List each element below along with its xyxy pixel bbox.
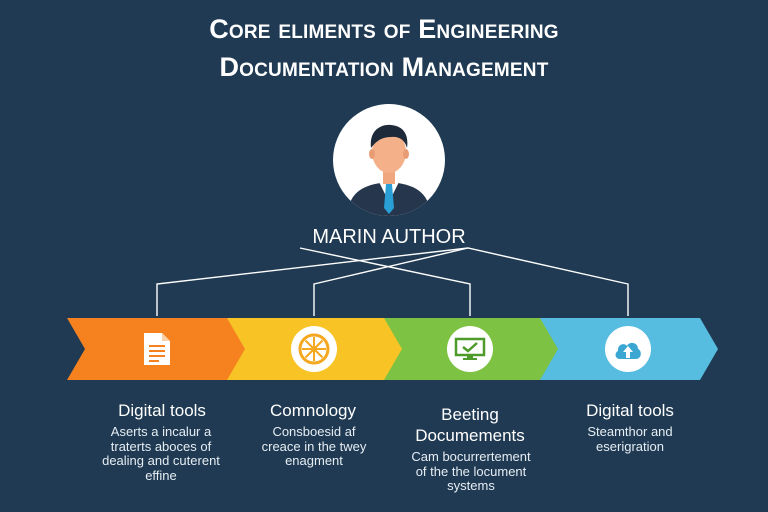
author-avatar bbox=[333, 104, 445, 216]
compass-wheel-icon bbox=[298, 333, 330, 365]
step-1-description: Aserts a incalur a traterts aboces of de… bbox=[102, 424, 220, 483]
step-3-heading: Beeting Documements bbox=[415, 405, 525, 446]
step-2-description: Consboesid af creace in the twey enagmen… bbox=[261, 424, 367, 469]
step-4-heading: Digital tools bbox=[586, 401, 674, 420]
step-4-description: Steamthor and eserigration bbox=[587, 424, 673, 454]
cloud-upload-icon bbox=[615, 342, 641, 359]
author-label: MARIN AUTHOR bbox=[312, 226, 466, 248]
title-line-1: Core eliments of Engineering bbox=[209, 14, 559, 44]
title-line-2: Documentation Management bbox=[219, 52, 549, 82]
step-3-icon-wrap bbox=[447, 326, 493, 372]
document-icon bbox=[144, 333, 170, 365]
step-4-icon-wrap bbox=[605, 326, 651, 372]
step-1-heading: Digital tools bbox=[118, 401, 206, 420]
monitor-check-icon bbox=[454, 337, 486, 360]
step-3-description: Cam bocurrertement of the the locument s… bbox=[411, 449, 531, 494]
man-in-suit-avatar-icon bbox=[347, 124, 431, 216]
step-1-icon-wrap bbox=[134, 326, 180, 372]
step-2-heading: Comnology bbox=[270, 401, 356, 420]
step-2-icon-wrap bbox=[291, 326, 337, 372]
